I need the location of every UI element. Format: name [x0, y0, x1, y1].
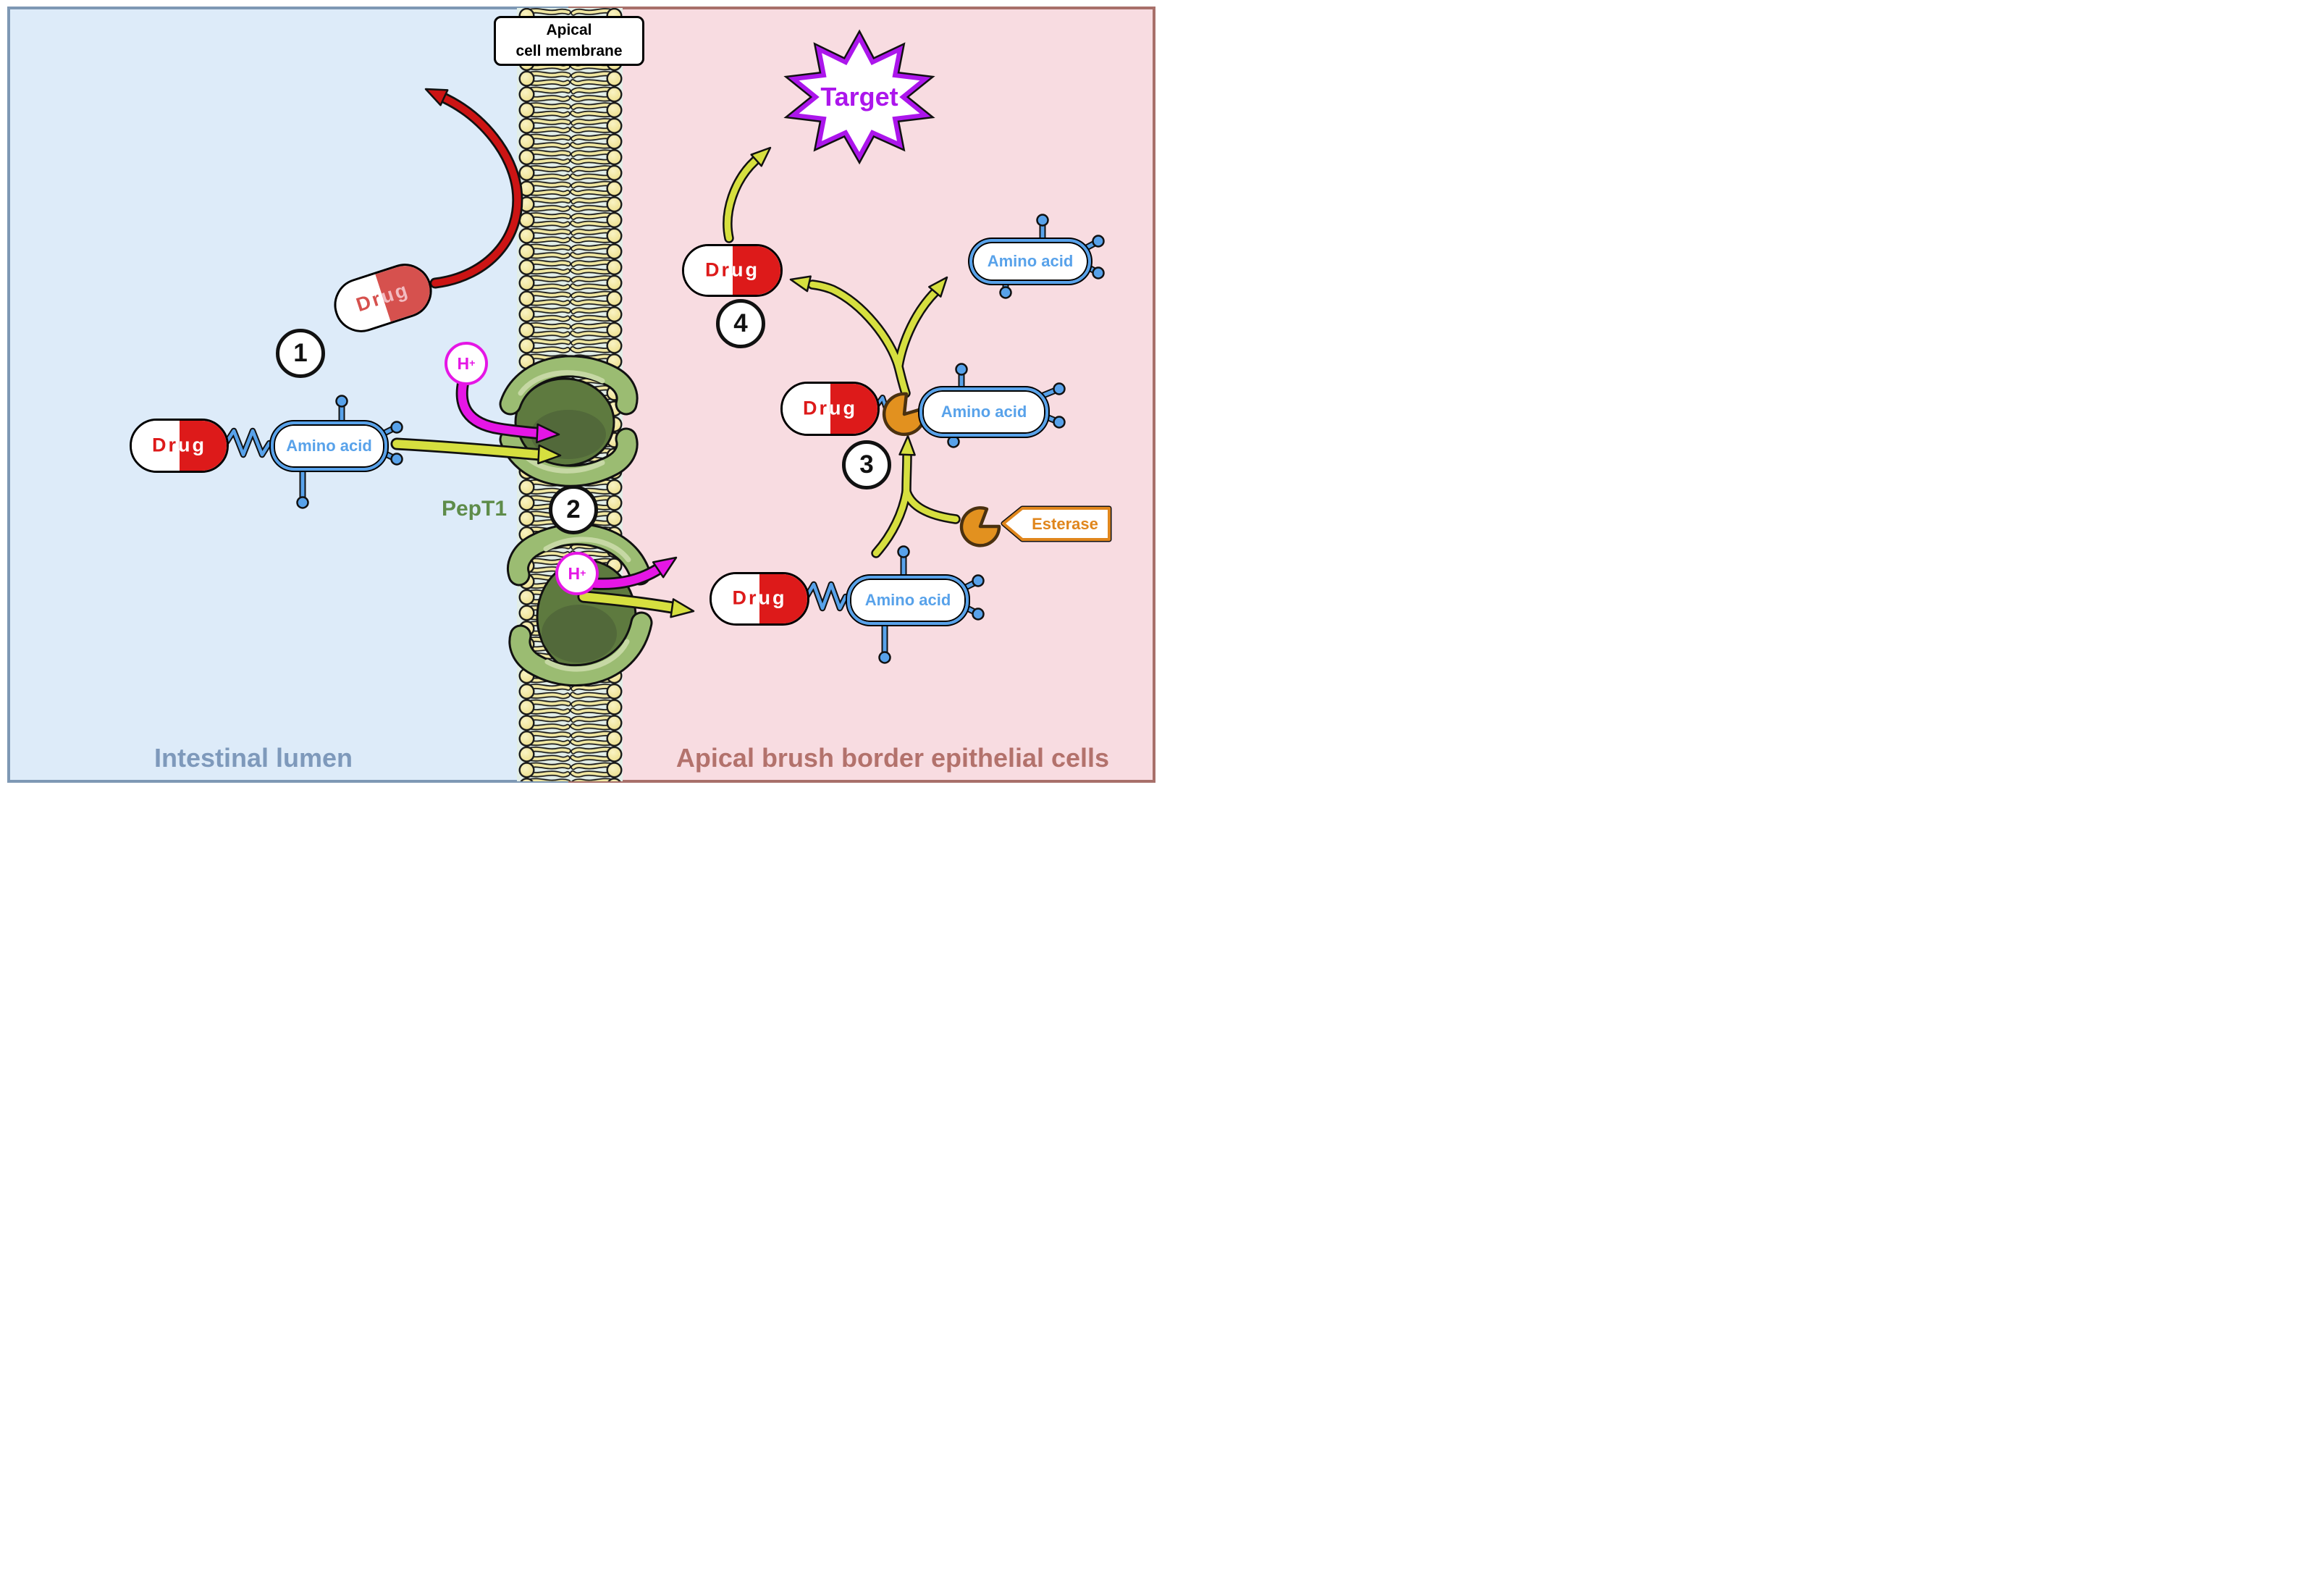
amino-acid-pill-cytosol: Amino acid	[847, 576, 969, 625]
substrate-arrow-out	[577, 590, 695, 618]
membrane-title-box: Apical cell membrane	[494, 16, 644, 66]
pept1-label: PepT1	[441, 497, 507, 521]
intestinal-lumen-panel	[7, 7, 571, 783]
diagram-artwork: Esterase Target	[7, 7, 1155, 783]
esterase-action-arrow	[871, 434, 961, 558]
amino-acid-pill-lumen: Amino acid	[271, 421, 387, 471]
cleavage-products-arrow	[789, 275, 948, 398]
drug-capsule-conjugate-lumen: Drug Drug	[130, 419, 229, 473]
proton-arrow-out	[589, 556, 678, 590]
red-arrowhead-icon	[424, 88, 449, 106]
substrate-arrow-in	[390, 437, 562, 465]
drug-capsule-cleavage: Drug Drug	[780, 382, 880, 436]
amino-acid-pill-cleavage: Amino acid	[919, 387, 1048, 437]
esterase-label: Esterase	[1032, 515, 1098, 533]
drug-capsule-conjugate-cytosol: Drug Drug	[710, 572, 809, 626]
intestinal-lumen-label: Intestinal lumen	[153, 743, 353, 773]
target-starburst: Target	[783, 29, 935, 165]
step-1-badge: 1	[276, 329, 325, 378]
drug-capsule-free-cytosol: Drug Drug	[682, 244, 783, 297]
proton-badge-lumen: H+	[445, 342, 488, 385]
target-label: Target	[820, 82, 898, 112]
proton-badge-cytosol: H+	[555, 552, 599, 595]
membrane-title-line2: cell membrane	[515, 42, 623, 59]
epithelial-cells-label: Apical brush border epithelial cells	[675, 743, 1110, 773]
step-4-badge: 4	[716, 299, 765, 348]
esterase-label-tag: Esterase	[1001, 505, 1112, 542]
bond-zigzag-cytosol	[803, 581, 849, 612]
membrane-title-line1: Apical	[546, 22, 592, 39]
step-2-badge: 2	[549, 485, 598, 534]
esterase-enzyme-icon-free	[959, 506, 1001, 547]
amino-acid-prongs	[296, 214, 1105, 664]
red-blocked-arrow	[424, 88, 523, 289]
amino-acid-pill-released: Amino acid	[969, 239, 1091, 284]
pathway-diagram: Esterase Target Apical cell membrane Dru…	[0, 0, 1162, 790]
step-3-badge: 3	[842, 440, 891, 489]
drug-to-target-arrow	[723, 146, 772, 243]
proton-arrow-in	[455, 375, 560, 444]
bond-zigzag-lumen	[222, 427, 273, 458]
